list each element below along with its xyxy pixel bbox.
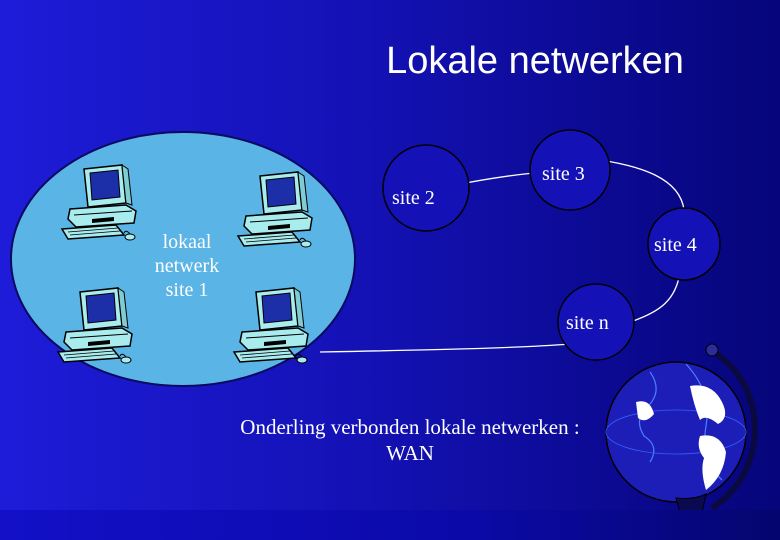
lan-label-line3: site 1 [165,279,209,301]
site-4-label: site 4 [654,234,697,256]
caption: Onderling verbonden lokale netwerken : W… [200,414,620,466]
site-2-label: site 2 [392,187,435,209]
site-4-node [647,207,721,281]
lan-label-line1: lokaal [162,231,212,253]
link-site4-siten [629,271,681,323]
site-n-node [557,283,635,361]
bottom-bar [0,510,780,540]
link-site3-site4 [599,159,685,211]
site-3-label: site 3 [542,163,585,185]
caption-line2: WAN [386,441,434,465]
lan-label: lokaal netwerk site 1 [140,230,234,302]
lan-label-line2: netwerk [154,255,220,277]
site-2-node [382,144,470,232]
site-3-node [529,129,611,211]
globe-icon [605,343,758,513]
caption-line1: Onderling verbonden lokale netwerken : [240,415,580,439]
site-n-label: site n [566,312,609,334]
slide-title: Lokale netwerken [386,40,684,82]
link-site1-siten [319,343,571,353]
